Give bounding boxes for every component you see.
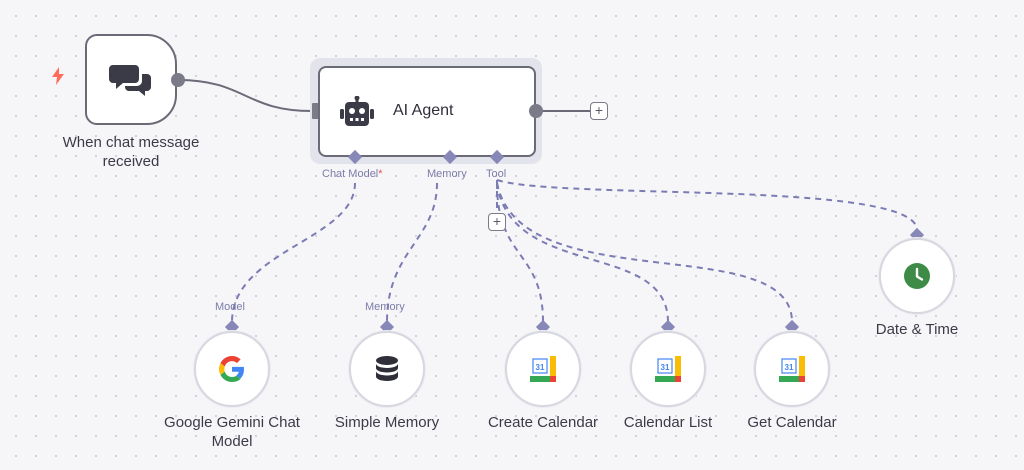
get-calendar-connection[interactable] xyxy=(496,182,793,323)
calendar-list-node[interactable]: 31 xyxy=(630,331,706,407)
google-calendar-icon: 31 xyxy=(779,356,805,382)
memory-connection[interactable] xyxy=(386,182,438,323)
database-icon xyxy=(376,356,398,381)
simple-memory-label: Simple Memory xyxy=(334,414,440,431)
google-calendar-icon: 31 xyxy=(530,356,556,382)
ai-agent-node[interactable]: AI Agent xyxy=(318,66,536,157)
chat-model-connection[interactable] xyxy=(231,182,356,323)
get-calendar-label: Get Calendar xyxy=(747,414,837,431)
create-calendar-connection[interactable] xyxy=(496,182,544,323)
simple-memory-node[interactable] xyxy=(349,331,425,407)
get-calendar-node[interactable]: 31 xyxy=(754,331,830,407)
trigger-bolt-icon xyxy=(52,67,64,85)
calendar-day-number: 31 xyxy=(785,363,794,372)
create-calendar-node[interactable]: 31 xyxy=(505,331,581,407)
date-time-connection[interactable] xyxy=(496,179,918,231)
trigger-output-handle[interactable] xyxy=(171,73,185,87)
gemini-port-label: Model xyxy=(215,301,245,313)
date-time-node[interactable] xyxy=(879,238,955,314)
add-tool-button[interactable]: + xyxy=(488,213,506,231)
calendar-list-connection[interactable] xyxy=(496,182,669,323)
memory-port-label: Memory xyxy=(427,168,467,180)
add-next-node-button[interactable]: + xyxy=(590,102,608,120)
calendar-list-label: Calendar List xyxy=(623,414,713,431)
trigger-node[interactable] xyxy=(85,34,177,125)
create-calendar-label: Create Calendar xyxy=(487,414,599,431)
main-connection[interactable] xyxy=(177,79,313,112)
tool-port-label: Tool xyxy=(486,168,507,180)
google-g-icon xyxy=(219,356,244,382)
robot-icon xyxy=(340,96,374,126)
date-time-label: Date & Time xyxy=(875,321,959,338)
agent-output-handle[interactable] xyxy=(529,104,543,118)
google-calendar-icon: 31 xyxy=(655,356,681,382)
calendar-day-number: 31 xyxy=(661,363,670,372)
gemini-label: Google Gemini Chat Model xyxy=(164,414,300,450)
chat-bubbles-icon xyxy=(109,64,151,96)
memory-input-label: Memory xyxy=(365,301,405,313)
calendar-day-number: 31 xyxy=(536,363,545,372)
clock-icon xyxy=(904,263,930,289)
agent-title: AI Agent xyxy=(393,102,454,119)
gemini-node[interactable] xyxy=(194,331,270,407)
agent-input-handle[interactable] xyxy=(312,103,319,119)
trigger-label: When chat message received xyxy=(62,134,200,170)
chat-model-port-label: Chat Model* xyxy=(322,168,383,180)
